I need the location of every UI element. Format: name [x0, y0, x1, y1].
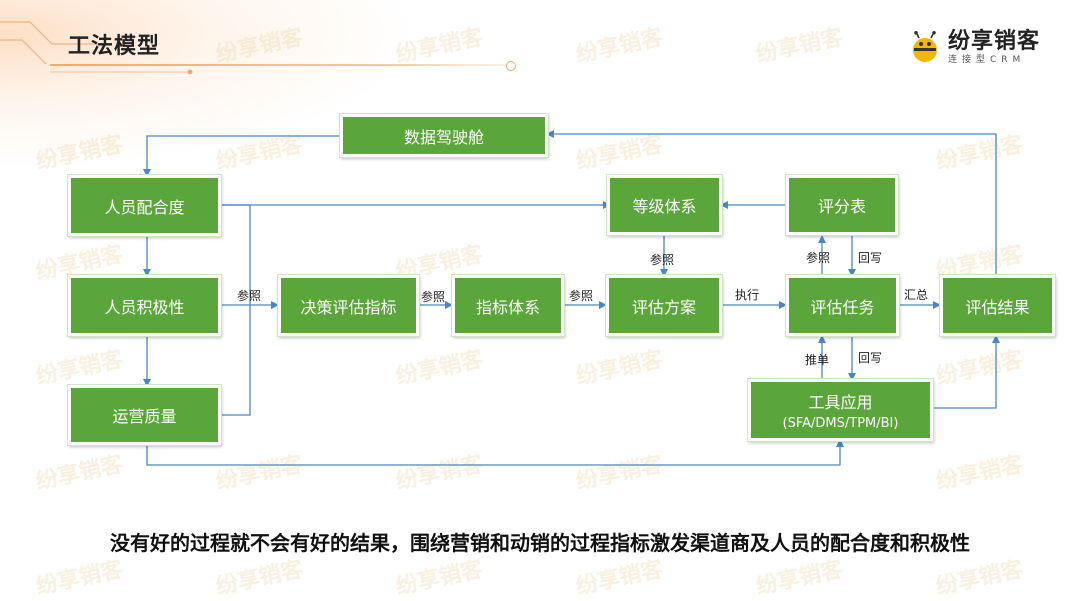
- edge-label-push: 推单: [805, 351, 829, 368]
- edge-label-ref: 参照: [650, 251, 674, 268]
- node-staff-cooperation: 人员配合度: [68, 175, 221, 236]
- node-data-cockpit: 数据驾驶舱: [340, 114, 548, 157]
- slide-caption: 没有好的过程就不会有好的结果，围绕营销和动销的过程指标激发渠道商及人员的配合度和…: [0, 527, 1080, 556]
- node-ops-quality: 运营质量: [68, 385, 221, 445]
- edge-cockpit-cooperation: [147, 136, 345, 176]
- node-scorecard: 评分表: [786, 175, 898, 235]
- edge-label-writeback: 回写: [858, 249, 882, 266]
- edge-label-ref: 参照: [237, 287, 261, 304]
- edge-ops-tool: [147, 440, 840, 465]
- edge-label-ref: 参照: [569, 287, 593, 304]
- node-decision-metrics: 决策评估指标: [278, 275, 419, 336]
- tool-app-label: 工具应用: [808, 389, 872, 413]
- node-metric-system: 指标体系: [452, 275, 564, 336]
- node-eval-result: 评估结果: [940, 275, 1055, 336]
- tool-app-sublabel: (SFA/DMS/TPM/BI): [783, 416, 899, 431]
- node-staff-enthusiasm: 人员积极性: [68, 275, 221, 336]
- node-tool-app: 工具应用 (SFA/DMS/TPM/BI): [748, 379, 933, 441]
- edge-label-ref: 参照: [806, 249, 830, 266]
- edge-tool-result: [932, 336, 996, 408]
- edge-label-writeback: 回写: [858, 349, 882, 366]
- edge-label-execute: 执行: [735, 286, 759, 303]
- edge-label-ref: 参照: [421, 288, 445, 305]
- edge-bracket-left: [220, 205, 250, 415]
- node-eval-plan: 评估方案: [606, 275, 722, 336]
- node-eval-task: 评估任务: [786, 275, 899, 336]
- edge-label-summarize: 汇总: [904, 286, 928, 303]
- node-grade-system: 等级体系: [607, 175, 722, 235]
